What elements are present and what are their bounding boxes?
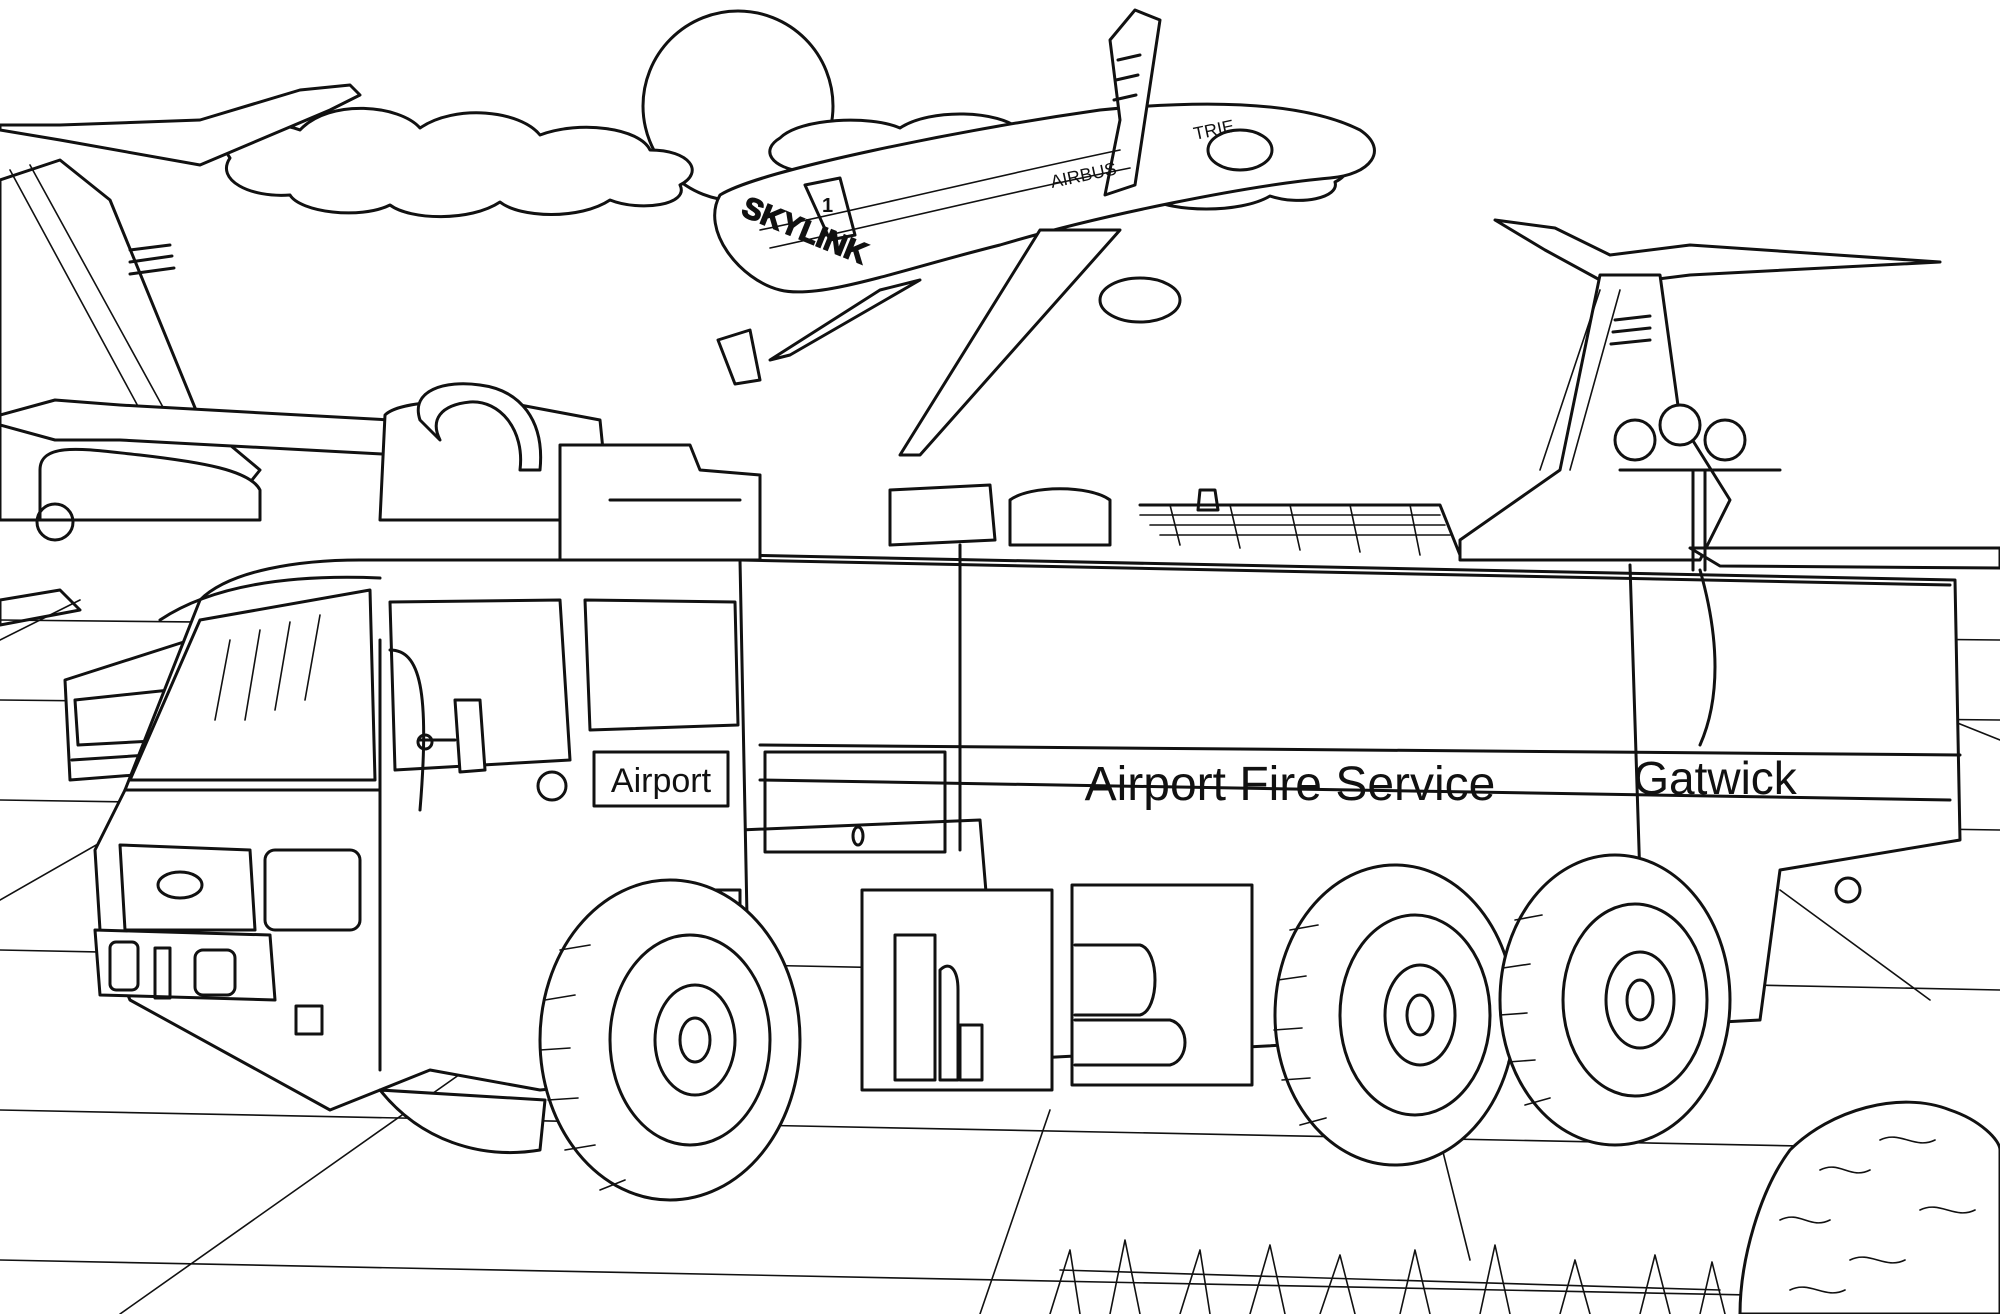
shrub — [1738, 1100, 2000, 1314]
wheel-front — [538, 878, 802, 1202]
door-sign-text: Airport — [611, 762, 712, 800]
floodlight-mast — [1613, 403, 1782, 572]
parked-jet-right — [1458, 218, 2000, 570]
service-label: Airport Fire Service — [1085, 758, 1496, 811]
wheel-rear-right — [1498, 853, 1732, 1147]
cloud-left — [224, 106, 694, 219]
door-sign-frame — [592, 750, 730, 808]
equipment-bay-right — [1070, 883, 1254, 1087]
fin-number: 1 — [822, 195, 833, 217]
wheel-hidden-front — [378, 1088, 547, 1154]
flying-airbus: AIRBUS TRIE SKYLINK 1 — [713, 8, 1376, 457]
grass — [1049, 1239, 1726, 1314]
wheel-rear-left — [1273, 863, 1517, 1167]
roof-monitor — [0, 382, 1462, 562]
location-label: Gatwick — [1633, 752, 1798, 804]
